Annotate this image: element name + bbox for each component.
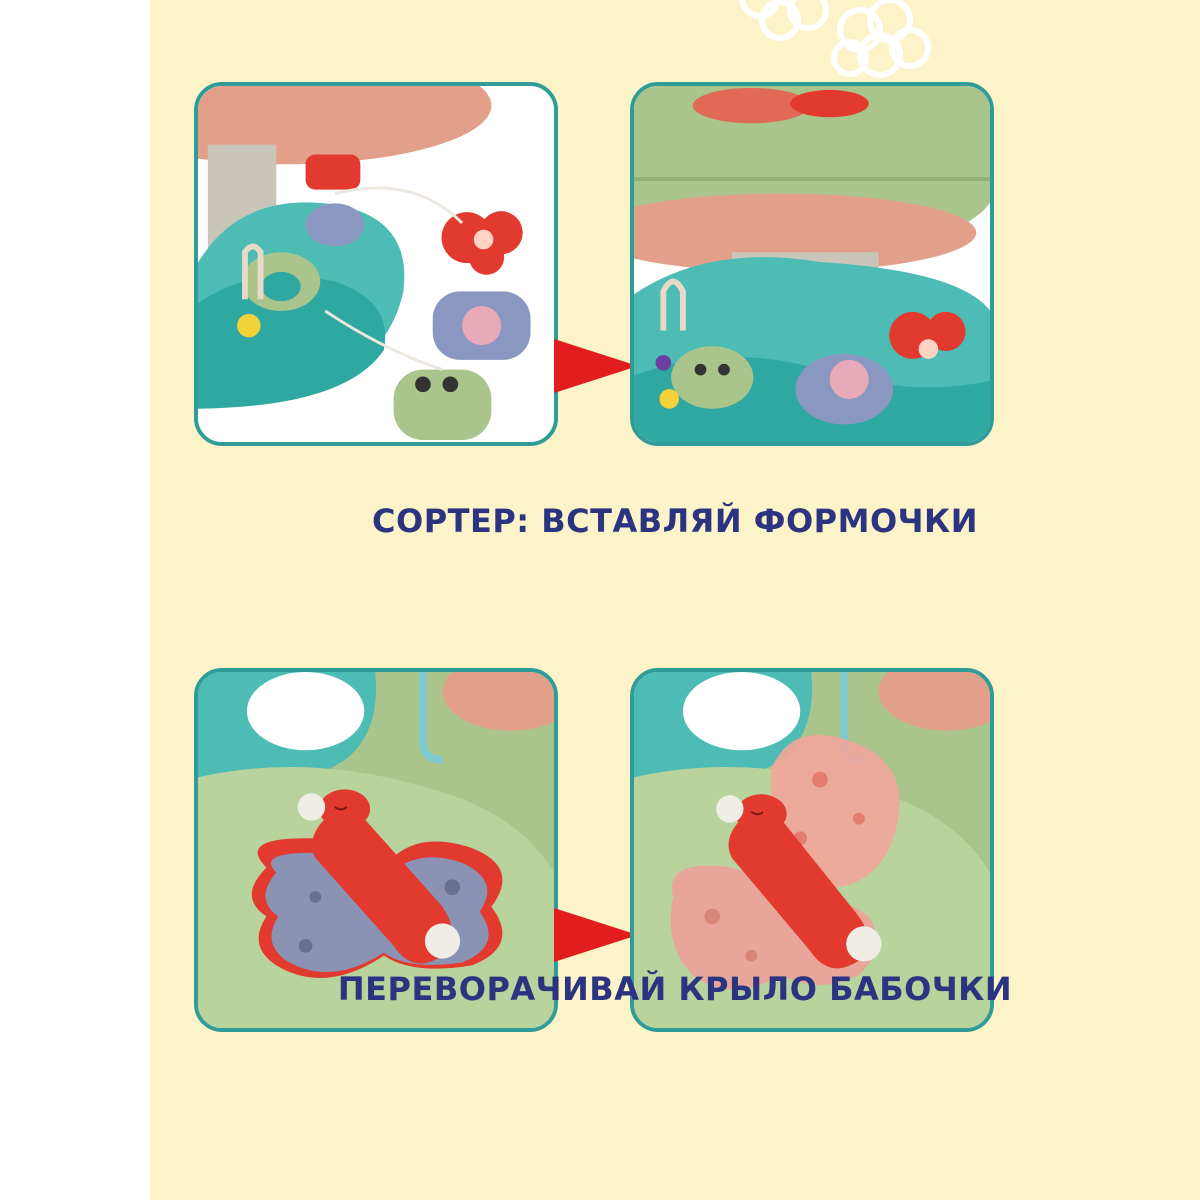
play-triangle-icon xyxy=(554,908,638,962)
caption-sorter: СОРТЕР: ВСТАВЛЯЙ ФОРМОЧКИ xyxy=(372,502,978,540)
play-triangle-icon xyxy=(554,339,638,393)
photo-sorter-shapes-out xyxy=(194,82,558,446)
photo-butterfly-wing-down xyxy=(194,668,558,1032)
photo-butterfly-wing-up xyxy=(630,668,994,1032)
flower-outline-icon xyxy=(739,0,931,78)
caption-butterfly: ПЕРЕВОРАЧИВАЙ КРЫЛО БАБОЧКИ xyxy=(337,970,1013,1008)
photo-sorter-shapes-in xyxy=(630,82,994,446)
